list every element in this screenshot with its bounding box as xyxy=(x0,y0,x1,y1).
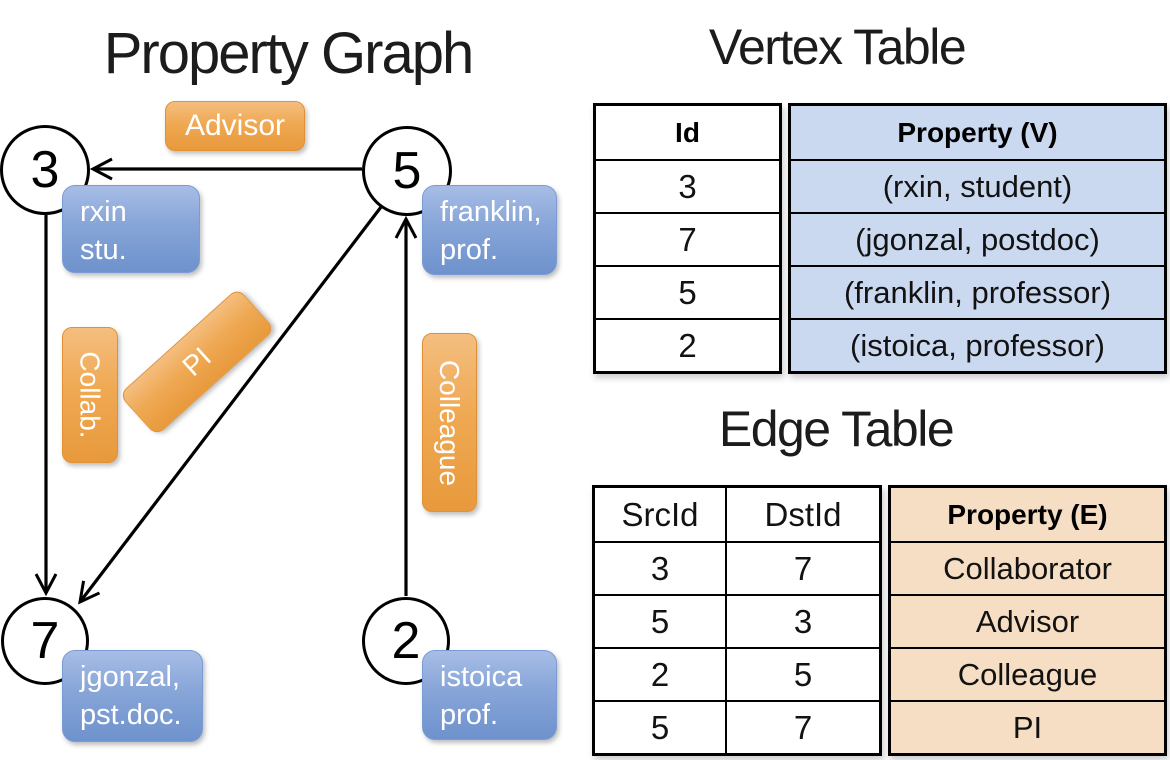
vertex-5-line1: franklin, xyxy=(440,196,542,228)
edge-table-title: Edge Table xyxy=(718,401,955,457)
edge-row-property: Collaborator xyxy=(891,541,1164,594)
edge-row-property: PI xyxy=(891,700,1164,753)
edge-label-colleague: Colleague xyxy=(422,333,477,512)
edge-label-pi-text: PI xyxy=(176,341,217,383)
edge-table-property-column: Property (E) Collaborator Advisor Collea… xyxy=(888,485,1167,756)
edge-row-property: Advisor xyxy=(891,594,1164,647)
edge-row-src: 3 xyxy=(595,541,727,594)
edge-srcid-header: SrcId xyxy=(595,488,727,541)
vertex-table-title: Vertex Table xyxy=(708,19,967,75)
vertex-7-line2: pst.doc. xyxy=(80,699,182,731)
edge-row-dst: 7 xyxy=(727,541,879,594)
vertex-property-box-2: istoica prof. xyxy=(422,650,557,740)
edge-label-advisor-text: Advisor xyxy=(184,109,286,142)
node-2-id: 2 xyxy=(391,612,421,670)
edge-row-src: 2 xyxy=(595,647,727,700)
edge-property-header: Property (E) xyxy=(891,488,1164,541)
edge-label-pi: PI xyxy=(118,287,276,437)
vertex-2-line2: prof. xyxy=(440,699,499,731)
vertex-row-property: (rxin, student) xyxy=(791,159,1164,212)
graph-node-5: 5 xyxy=(362,126,452,216)
vertex-3-line2: stu. xyxy=(80,234,127,266)
vertex-row-id: 2 xyxy=(596,318,779,371)
property-graph-title: Property Graph xyxy=(103,21,475,86)
vertex-row-id: 5 xyxy=(596,265,779,318)
edge-label-collab-text: Collab. xyxy=(75,351,107,439)
graph-node-3: 3 xyxy=(0,125,90,215)
vertex-table-property-column: Property (V) (rxin, student) (jgonzal, p… xyxy=(788,103,1167,374)
vertex-7-line1: jgonzal, xyxy=(80,661,180,693)
edge-row-property: Colleague xyxy=(891,647,1164,700)
vertex-row-property: (jgonzal, postdoc) xyxy=(791,212,1164,265)
vertex-id-header: Id xyxy=(675,116,700,148)
vertex-property-box-3: rxin stu. xyxy=(62,185,200,273)
vertex-row-property: (franklin, professor) xyxy=(791,265,1164,318)
vertex-table-id-column: Id 3 7 5 2 xyxy=(593,103,782,374)
node-7-id: 7 xyxy=(30,612,60,670)
vertex-row-id: 3 xyxy=(596,159,779,212)
edge-label-colleague-text: Colleague xyxy=(434,359,466,486)
vertex-row-id: 7 xyxy=(596,212,779,265)
edge-label-collab: Collab. xyxy=(62,327,118,463)
vertex-row-property: (istoica, professor) xyxy=(791,318,1164,371)
edge-table-src-dst-columns: SrcId DstId 3 7 5 3 2 5 5 7 xyxy=(592,485,882,756)
vertex-property-box-5: franklin, prof. xyxy=(422,185,557,275)
vertex-property-header: Property (V) xyxy=(791,106,1164,159)
vertex-5-line2: prof. xyxy=(440,234,499,266)
edge-row-dst: 5 xyxy=(727,647,879,700)
edge-row-dst: 3 xyxy=(727,594,879,647)
vertex-3-line1: rxin xyxy=(80,196,127,228)
edge-label-advisor: Advisor xyxy=(165,101,305,151)
vertex-2-line1: istoica xyxy=(440,661,523,693)
edge-row-src: 5 xyxy=(595,594,727,647)
edge-row-dst: 7 xyxy=(727,700,879,753)
node-5-id: 5 xyxy=(392,142,422,200)
edge-dstid-header: DstId xyxy=(764,495,842,533)
vertex-property-box-7: jgonzal, pst.doc. xyxy=(62,650,203,742)
edge-row-src: 5 xyxy=(595,700,727,753)
node-3-id: 3 xyxy=(30,141,60,199)
